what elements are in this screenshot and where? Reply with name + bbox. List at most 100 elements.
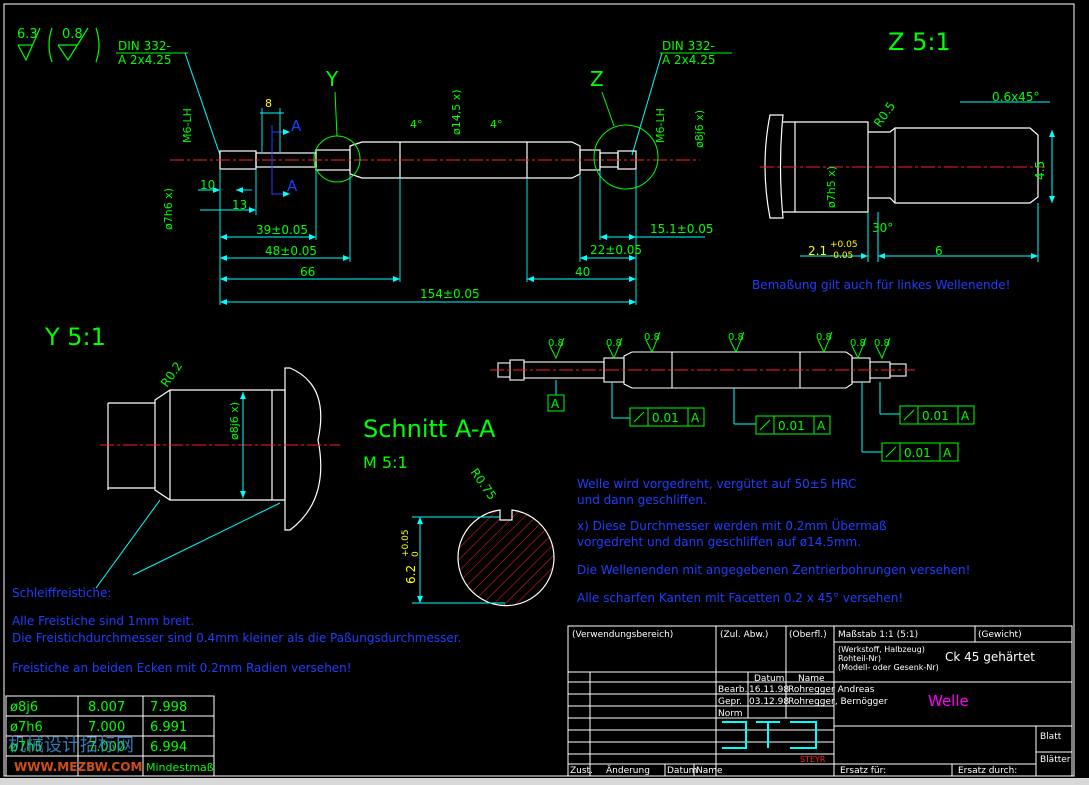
ra-4: 0.8 <box>728 332 744 343</box>
tb-r2-date: 03.12.98 <box>749 697 789 707</box>
section-circle <box>457 509 555 607</box>
tb-r2-name: Rohregger, Bernögger <box>788 697 888 707</box>
tb-material-l3: (Modell- oder Gesenk-Nr) <box>838 663 939 672</box>
fit-r1-c2: 8.007 <box>88 700 125 715</box>
relief-notes: Schleiffreistiche: Alle Freistiche sind … <box>12 586 461 675</box>
tb-usage: (Verwendungsbereich) <box>572 630 673 640</box>
dim-48: 48±0.05 <box>265 244 317 258</box>
dim-7h6: ø7h6 x) <box>162 188 175 230</box>
dim-66: 66 <box>300 265 315 279</box>
dim-40: 40 <box>575 265 590 279</box>
note-2: und dann geschliffen. <box>577 493 707 507</box>
detail-z-chamfer: 0.6x45° <box>992 90 1039 104</box>
relief-title: Schleiffreistiche: <box>12 586 111 600</box>
watermark-l2: WWW.MEZBW.COM <box>14 760 142 774</box>
detail-z-geometry <box>764 114 1039 219</box>
tb-col-name: Name <box>798 674 825 684</box>
dim-m6-right: M6-LH <box>654 108 667 143</box>
fit-r2-c1: ø7h6 <box>10 720 43 735</box>
tb-r1-name: Rohregger Andreas <box>788 685 875 695</box>
section-a-top: A <box>291 117 302 135</box>
section-r075: R0.75 <box>468 466 500 503</box>
ra-5: 0.8 <box>816 332 832 343</box>
tb-ersatz-durch: Ersatz durch: <box>958 766 1017 776</box>
tb-ersatz-fuer: Ersatz für: <box>840 766 886 776</box>
tb-material: Ck 45 gehärtet <box>945 650 1035 664</box>
tb-weight: (Gewicht) <box>978 630 1022 640</box>
tb-datum: Datum <box>667 766 697 776</box>
fit-r3-c2: 7.000 <box>88 740 125 755</box>
section-tol2: 0 <box>411 551 421 557</box>
relief-l1: Alle Freistiche sind 1mm breit. <box>12 614 194 628</box>
datum-a: A <box>551 397 560 411</box>
runout-tol-1: 0.01 <box>652 411 679 425</box>
surface-rz2: 0.8 <box>62 27 83 42</box>
ra-6: 0.8 <box>850 338 866 349</box>
title-logo: STEYR <box>800 755 826 764</box>
tb-r1-date: 16.11.98 <box>749 685 789 695</box>
detail-y-8j6: ø8j6 x) <box>228 402 241 440</box>
fits-cells: ø8j6 8.007 7.998 ø7h6 7.000 6.991 ø7h5 7… <box>10 700 214 774</box>
runout-tol-3: 0.01 <box>922 409 949 423</box>
title-block-lines <box>567 625 1073 777</box>
dim-8: 8 <box>265 97 272 110</box>
y-leader <box>334 91 338 137</box>
runout-datum-1: A <box>691 411 700 425</box>
tb-r3-label: Norm <box>718 709 743 719</box>
relief-leader-1 <box>95 499 161 589</box>
title-block-text: (Verwendungsbereich) (Zul. Abw.) (Oberfl… <box>570 630 1071 776</box>
runout-datum-2: A <box>817 419 826 433</box>
din-left-leader <box>184 52 221 156</box>
note-4: vorgedreht und dann geschliffen auf ø14.… <box>577 535 861 549</box>
drawing-frame <box>3 3 1075 777</box>
detail-z-7h5: ø7h5 x) <box>825 166 838 208</box>
surface-rz1: 6.3 <box>17 27 38 42</box>
runout-datum-3: A <box>961 409 970 423</box>
dim-10: 10 <box>200 178 215 192</box>
relief-l3: Freistiche an beiden Ecken mit 0.2mm Rad… <box>12 661 352 675</box>
relief-leader-2 <box>132 502 281 576</box>
runout-roughness <box>549 331 891 360</box>
fit-r3-c3: 6.994 <box>150 740 187 755</box>
section-tol: +0.05 <box>401 529 411 557</box>
section-a-bottom: A <box>287 177 298 195</box>
z-leader <box>601 91 615 127</box>
bottom-bar <box>0 778 1089 785</box>
din-right-l2: A 2x4.25 <box>662 53 715 67</box>
detail-y-title: Y 5:1 <box>44 323 106 351</box>
dim-m6-left: M6-LH <box>181 108 194 143</box>
detail-z-circle <box>593 124 659 190</box>
detail-y-circle <box>313 135 361 183</box>
fit-r1-c1: ø8j6 <box>10 700 38 715</box>
dim-15-1: 15.1±0.05 <box>650 222 714 236</box>
tb-col-datum: Datum <box>754 674 784 684</box>
tb-scale: Maßstab 1:1 (5:1) <box>838 630 918 640</box>
tb-blaetter: Blätter <box>1040 755 1071 765</box>
tb-part-name: Welle <box>928 692 969 710</box>
datum-box <box>547 394 565 412</box>
ra-3: 0.8 <box>644 332 660 343</box>
fit-footer-c3: Mindestmaß <box>146 761 214 774</box>
tb-aenderung: Änderung <box>606 765 650 776</box>
detail-y-label: Y <box>325 67 339 91</box>
dim-13: 13 <box>232 198 247 212</box>
tb-r1-label: Bearb. <box>718 685 748 695</box>
detail-z-30: 30° <box>872 221 893 235</box>
dim-22: 22±0.05 <box>590 243 642 257</box>
section-dims <box>412 516 505 604</box>
detail-z-dims <box>800 203 1039 262</box>
watermark-l1: 机械设计招标网 <box>8 735 134 756</box>
fit-r1-c3: 7.998 <box>150 700 187 715</box>
runout-frame-1 <box>629 407 705 427</box>
detail-z-4-5: 4.5 <box>1033 161 1047 180</box>
ra-2: 0.8 <box>606 338 622 349</box>
detail-z-tol: +0.05 <box>830 240 858 250</box>
main-dimension-lines <box>198 108 705 305</box>
note-6: Alle scharfen Kanten mit Facetten 0.2 x … <box>577 591 903 605</box>
note-5: Die Wellenenden mit angegebenen Zentrier… <box>577 563 970 577</box>
note-3: x) Diese Durchmesser werden mit 0.2mm Üb… <box>577 517 887 533</box>
din-right-l1: DIN 332- <box>662 39 715 53</box>
tb-surface: (Oberfl.) <box>789 630 827 640</box>
din-left-l2: A 2x4.25 <box>118 53 171 67</box>
